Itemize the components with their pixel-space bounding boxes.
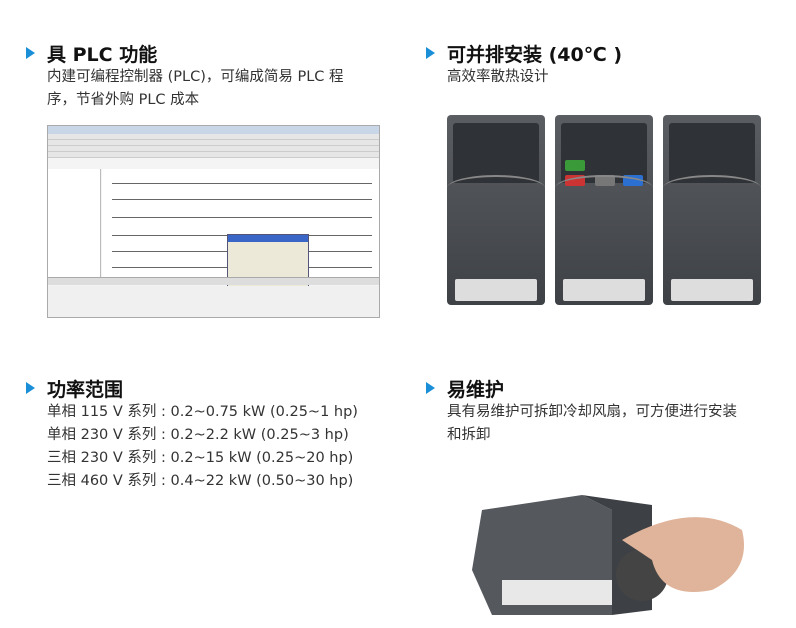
plc-software-screenshot	[47, 125, 380, 318]
bullet-triangle-icon	[426, 47, 435, 59]
section-title: 易维护	[447, 378, 505, 401]
section-side-by-side: 可并排安装 (40℃ ) 高效率散热设计	[424, 40, 622, 89]
section-text: 序，节省外购 PLC 成本	[47, 92, 200, 108]
section-text: 单相 230 V 系列 : 0.2~2.2 kW (0.25~3 hp)	[47, 427, 349, 443]
section-title: 具 PLC 功能	[47, 43, 158, 66]
section-text: 内建可编程控制器 (PLC)，可编成简易 PLC 程	[47, 69, 344, 85]
bullet-triangle-icon	[426, 382, 435, 394]
section-plc: 具 PLC 功能 内建可编程控制器 (PLC)，可编成简易 PLC 程 序，节省…	[24, 40, 344, 112]
section-maintenance: 易维护 具有易维护可拆卸冷却风扇，可方便进行安装 和拆卸	[424, 375, 737, 447]
fan-removal-image	[472, 495, 744, 615]
section-title: 功率范围	[47, 378, 124, 401]
section-text: 高效率散热设计	[447, 69, 549, 85]
bullet-triangle-icon	[26, 47, 35, 59]
section-power-range: 功率范围 单相 115 V 系列 : 0.2~0.75 kW (0.25~1 h…	[24, 375, 358, 493]
bullet-triangle-icon	[26, 382, 35, 394]
section-text: 三相 460 V 系列 : 0.4~22 kW (0.50~30 hp)	[47, 473, 354, 489]
section-text: 和拆卸	[447, 427, 491, 443]
section-title: 可并排安装 (40℃ )	[447, 43, 623, 66]
section-text: 具有易维护可拆卸冷却风扇，可方便进行安装	[447, 404, 737, 420]
section-text: 三相 230 V 系列 : 0.2~15 kW (0.25~20 hp)	[47, 450, 354, 466]
section-text: 单相 115 V 系列 : 0.2~0.75 kW (0.25~1 hp)	[47, 404, 358, 420]
